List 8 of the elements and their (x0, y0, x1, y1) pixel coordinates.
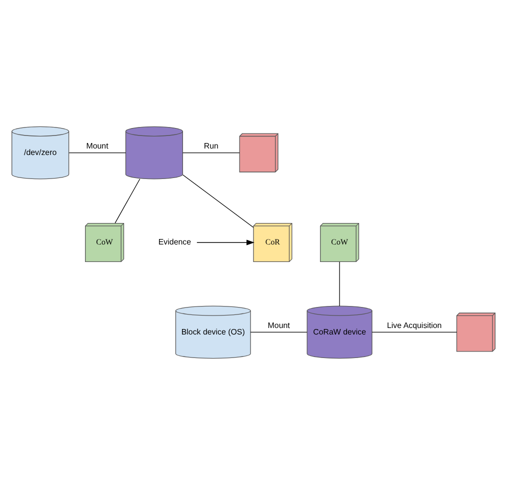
connector (250, 331, 307, 332)
connector (182, 152, 240, 153)
connector (182, 174, 254, 228)
connector (68, 152, 126, 153)
connector (371, 331, 457, 332)
arrow (196, 239, 254, 245)
connector (114, 178, 140, 223)
connector (338, 261, 340, 306)
